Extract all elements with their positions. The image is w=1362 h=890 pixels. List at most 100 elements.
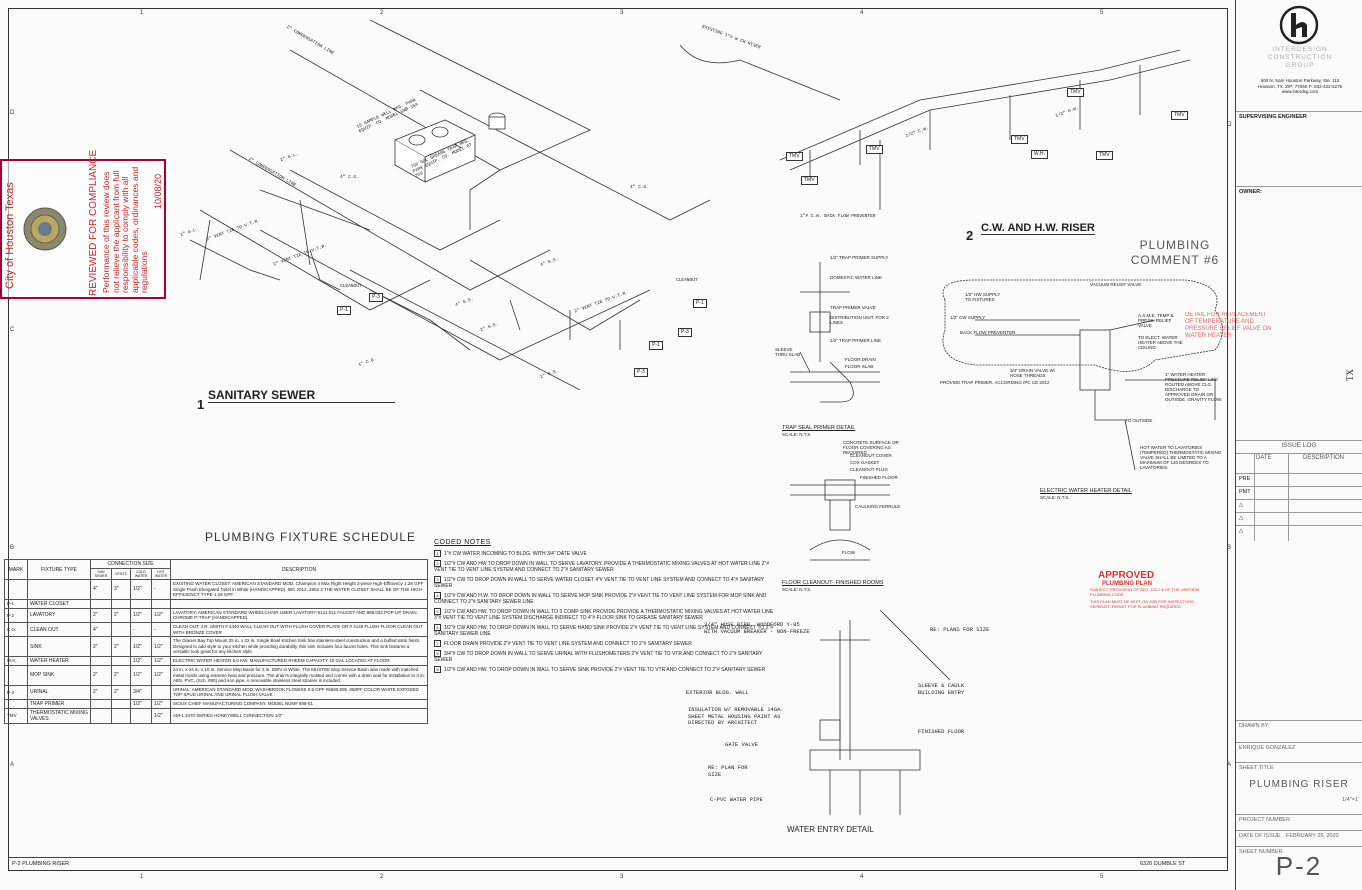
schedule-vent: 2" xyxy=(111,684,131,700)
tag-p1: P-1 xyxy=(337,306,351,315)
tag-tmv-6: TMV xyxy=(1096,151,1113,160)
sheet-border xyxy=(8,8,1228,871)
issue-date-label: DATE xyxy=(1256,455,1272,461)
issue-row-pre: PRE xyxy=(1236,473,1362,486)
city-review-stamp: City of Houston Texas REVIEWED FOR COMPL… xyxy=(0,150,166,299)
tag-p3-b: P-3 xyxy=(678,328,692,337)
grid-col-2: 2 xyxy=(380,10,384,16)
schedule-hot: 1/2" xyxy=(151,636,171,657)
schedule-mark xyxy=(4,579,28,600)
entry-sleeve: SLEEVE & CAULK BUILDING ENTRY xyxy=(918,682,965,696)
schedule-fixture: SINK xyxy=(27,636,91,657)
tag-wh: W.H. xyxy=(1031,150,1048,159)
note-number: 4 xyxy=(434,592,441,599)
schedule-mark: P-2 xyxy=(4,607,28,623)
sheet-title: PLUMBING RISER xyxy=(1249,779,1349,790)
schedule-san: 4" xyxy=(90,621,112,638)
schedule-desc: 24 in. x 24 in. x 10 in. Service Mop Bas… xyxy=(170,664,428,686)
note-text: 1/2"# CW AND HW. TO DROP DOWN IN WALL TO… xyxy=(434,609,774,621)
note-number: 3 xyxy=(434,576,441,583)
tag-tmv-5: TMV xyxy=(1067,88,1084,97)
schedule-mark: C.O. xyxy=(4,621,28,638)
sheet-number: P-2 xyxy=(1275,851,1323,881)
schedule-cold: 1/2" xyxy=(130,607,152,623)
schedule-hot: 1/2" xyxy=(151,707,171,724)
stamp-text: Performance of this review does not reli… xyxy=(101,165,150,293)
water-heater-detail xyxy=(942,279,1223,471)
note-text: 1/2"# CW AND HW TO DROP DOWN IN WALL TO … xyxy=(434,561,770,573)
schedule-mark: W.H. xyxy=(4,655,28,666)
tag-tmv-4: TMV xyxy=(1011,135,1028,144)
schedule-hot: 1/2" xyxy=(151,655,171,666)
company-logo-icon xyxy=(1279,5,1319,45)
note-text: 1/2"# CW AND HW. TO DROP DOWN IN WALL TO… xyxy=(434,625,774,637)
tag-p2: P-1 xyxy=(649,341,663,350)
schedule-hot: 1/2" xyxy=(151,698,171,709)
grid-row-a: A xyxy=(10,762,15,768)
issue-log-header: DATE DESCRIPTION xyxy=(1236,453,1362,463)
owner-label: OWNER: xyxy=(1239,189,1262,195)
issue-pre: PRE xyxy=(1239,476,1251,482)
tag-tmv-2: TMV xyxy=(801,176,818,185)
grid-col-1: 1 xyxy=(140,10,144,16)
issue-pmt: PMT xyxy=(1239,489,1251,495)
grid-row-d: D xyxy=(10,110,15,116)
tag-tmv-1: TMV xyxy=(786,152,803,161)
schedule-desc: CLEAN OUT: J.R. SMITH # 4440 WALL CLEAN … xyxy=(170,621,428,638)
grid-row-b-right: B xyxy=(1227,545,1232,551)
schedule-desc: EXISTING WATER CLOSET: AMERICAN STANDARD… xyxy=(170,579,428,600)
entry-re-plan-size: RE: PLAN FOR SIZE xyxy=(708,764,748,778)
schedule-desc: LAVATORY: AMERICAN STANDARD WHEELCHAIR U… xyxy=(170,607,428,623)
stamp-reviewed: REVIEWED FOR COMPLIANCE xyxy=(88,149,99,296)
sewer-title: SANITARY SEWER xyxy=(208,388,396,403)
schedule-vent xyxy=(111,698,131,709)
drawn-by-label: DRAWN BY: xyxy=(1239,723,1270,729)
red-relief-note: DETAIL FOR REPLACEMENT OF TEMPERATURE AN… xyxy=(1185,312,1272,339)
trap-seal-scale: SCALE: N.T.S. xyxy=(782,432,812,437)
grid-col-3-bottom: 3 xyxy=(620,874,624,880)
fixture-schedule-table: MARK FIXTURE TYPE CONNECTION SIZE DESCRI… xyxy=(4,559,428,724)
issue-log-label: ISSUE LOG xyxy=(1281,442,1317,449)
footer-right: 6320 DUMBLE ST xyxy=(1140,861,1186,867)
drawn-name: ENRIQUE GONZALEZ xyxy=(1239,745,1296,751)
delta-icon: △ xyxy=(1239,528,1244,534)
sheet-number-row: SHEET NUMBER P-2 xyxy=(1236,846,1362,890)
schedule-cold: 3/4" xyxy=(130,684,152,700)
schedule-san: 2" xyxy=(90,664,112,686)
cleanout-label-6: FLOW xyxy=(842,550,855,555)
issue-row-1: △ xyxy=(1236,499,1362,512)
schedule-title: PLUMBING FIXTURE SCHEDULE xyxy=(205,530,417,544)
schedule-fixture: CLEAN OUT xyxy=(27,621,91,638)
schedule-vent: 2" xyxy=(111,607,131,623)
schedule-cold: 1/2" xyxy=(130,655,152,666)
water-entry-title: WATER ENTRY DETAIL xyxy=(787,825,874,834)
trap-label-3: DISTRIBUTION UNIT, FOR 2 LINES xyxy=(830,315,889,325)
schedule-desc: SIOUX CHIEF MANUFACTURING COMPANY. MODEL… xyxy=(170,698,428,709)
schedule-desc: URINAL: AMERICAN STANDARD MOD: WASHBROOK… xyxy=(170,684,428,700)
table-row: 4"3"1/2"-EXISTING WATER CLOSET: AMERICAN… xyxy=(4,579,428,600)
schedule-vent: 3" xyxy=(111,579,131,600)
sheet-title-label: SHEET TITLE xyxy=(1239,765,1274,771)
schedule-cold: 1/2" xyxy=(130,636,152,657)
grid-col-4: 4 xyxy=(860,10,864,16)
schedule-header-row-2: SAN SEWER VENTS COLD WATER HOT WATER xyxy=(5,568,428,580)
water-entry-detail xyxy=(809,609,950,815)
note-text: 1/2"# CW AND HW. TO DROP DOWN IN WALL TO… xyxy=(444,667,766,673)
schedule-vent xyxy=(111,707,131,724)
trap-label-4: 1/2" TRAP PRIMER LINE xyxy=(830,338,881,343)
floor-cleanout-title: FLOOR CLEANOUT- FINISHED ROOMS xyxy=(782,580,884,586)
heater-label-1: 1/2" HW SUPPLY TO FIXTURES xyxy=(965,292,1001,302)
tag-p3: P-3 xyxy=(369,293,383,302)
schedule-desc: AM-1 1070 SERIES HONEYWELL CONNECTION 1/… xyxy=(170,707,428,724)
schedule-san xyxy=(90,598,112,609)
city-seal-icon xyxy=(23,207,67,251)
note-text: FLOOR DRAIN PROVIDE 2"# VENT TIE TO VENT… xyxy=(444,641,692,647)
trap-label-6: FLOOR DRAIN xyxy=(845,357,876,362)
date-issue-row: DATE OF ISSUE FEBRUARY 25, 2020 xyxy=(1236,830,1362,846)
cleanout-label-4: FINISHED FLOOR xyxy=(860,475,898,480)
